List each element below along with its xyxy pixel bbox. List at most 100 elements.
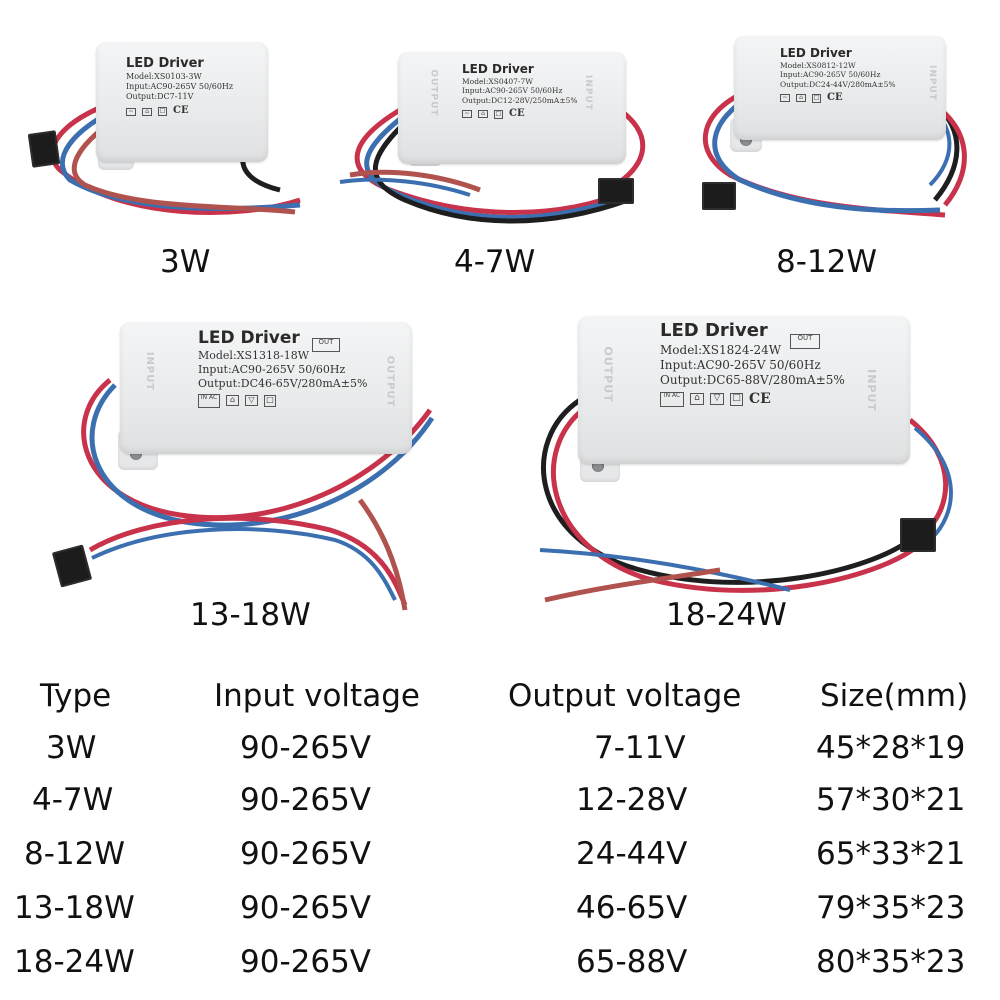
house-mark-icon: ⌂ (478, 110, 488, 119)
driver-box-3w (96, 42, 268, 162)
row-1-type: 3W (46, 730, 97, 766)
ce-mark-icon: CE (173, 105, 189, 117)
caption-13-18w: 13-18W (190, 597, 311, 633)
fuse-mark-icon: ~ (462, 110, 472, 119)
input-text: Input:AC90-265V 50/60Hz (780, 70, 881, 80)
product-13-18w: INPUT OUTPUT LED Driver Model:XS1318-18W… (0, 300, 470, 650)
connector-plug-icon (900, 518, 936, 552)
header-input-voltage: Input voltage (214, 678, 420, 714)
row-1-output: 7-11V (594, 730, 686, 766)
fuse-mark-icon: ▽ (710, 393, 724, 406)
double-square-mark-icon: □ (812, 93, 821, 103)
row-3-size: 65*33*21 (816, 836, 966, 872)
driver-box-13-18w (120, 322, 412, 454)
driver-box-4-7w (398, 52, 626, 164)
house-mark-icon: ⌂ (796, 94, 806, 103)
side-text-right-4-7w: INPUT (582, 75, 593, 111)
model-text: Model:XS1824-24W (660, 342, 782, 357)
row-3-output: 24-44V (576, 836, 688, 872)
input-text: Input:AC90-265V 50/60Hz (660, 357, 821, 372)
row-3-input: 90-265V (240, 836, 372, 872)
row-1-size: 45*28*19 (816, 730, 966, 766)
model-text: Model:XS1318-18W (198, 349, 310, 363)
double-square-mark-icon: □ (264, 394, 276, 407)
cert-marks: ~ ⌂ □ CE (780, 92, 896, 105)
connector-plug-icon (702, 182, 736, 210)
driver-box-18-24w (578, 316, 910, 464)
side-text-right-13-18w: OUTPUT (384, 355, 396, 408)
row-5-size: 80*35*23 (816, 944, 966, 980)
row-1-input: 90-265V (240, 730, 372, 766)
label-4-7w: LED Driver Model:XS0407-7W Input:AC90-26… (462, 62, 578, 121)
row-3-type: 8-12W (24, 836, 126, 872)
output-text: Output:DC12-28V/250mA±5% (462, 95, 578, 105)
row-4-type: 13-18W (14, 890, 135, 926)
row-2-type: 4-7W (32, 782, 114, 818)
inac-mark-icon: IN AC (660, 391, 684, 407)
label-3w: LED Driver Model:XS0103-3W Input:AC90-26… (126, 56, 233, 118)
row-2-size: 57*30*21 (816, 782, 966, 818)
fuse-mark-icon: ▽ (245, 395, 258, 406)
row-5-input: 90-265V (240, 944, 372, 980)
label-8-12w: LED Driver Model:XS0812-12W Input:AC90-2… (780, 46, 896, 105)
brand-text: LED Driver (462, 62, 534, 76)
out-mark-icon: OUT (790, 334, 820, 349)
product-8-12w: INPUT LED Driver Model:XS0812-12W Input:… (690, 0, 1000, 290)
row-2-output: 12-28V (576, 782, 688, 818)
header-type: Type (40, 678, 112, 714)
input-text: Input:AC90-265V 50/60Hz (126, 82, 234, 92)
brand-text: LED Driver (780, 46, 852, 60)
header-output-voltage: Output voltage (508, 678, 742, 714)
side-text-right-8-12w: INPUT (926, 65, 937, 101)
house-mark-icon: ⌂ (690, 393, 704, 406)
double-square-mark-icon: □ (158, 107, 167, 116)
wires-13-18w (81, 378, 435, 611)
caption-4-7w: 4-7W (454, 244, 536, 280)
row-4-output: 46-65V (576, 890, 688, 926)
row-5-output: 65-88V (576, 944, 688, 980)
fuse-mark-icon: ~ (780, 94, 790, 103)
inac-mark-icon: IN AC (198, 393, 220, 408)
side-text-left-18-24w: OUTPUT (601, 346, 615, 403)
side-text-right-18-24w: INPUT (864, 369, 878, 412)
label-18-24w: LED Driver Model:XS1824-24W Input:AC90-2… (660, 320, 845, 408)
label-13-18w: LED Driver Model:XS1318-18W Input:AC90-2… (198, 328, 367, 408)
caption-8-12w: 8-12W (776, 244, 878, 280)
ce-mark-icon: CE (749, 390, 771, 407)
ce-mark-icon: CE (827, 92, 843, 104)
driver-box-8-12w (734, 36, 946, 140)
row-2-input: 90-265V (240, 782, 372, 818)
model-text: Model:XS0407-7W (462, 77, 533, 86)
cert-marks: IN AC ⌂ ▽ □ CE (660, 391, 845, 409)
row-4-size: 79*35*23 (816, 890, 966, 926)
double-square-mark-icon: □ (730, 392, 743, 406)
row-4-input: 90-265V (240, 890, 372, 926)
model-text: Model:XS0103-3W (126, 72, 202, 82)
product-3w: LED Driver Model:XS0103-3W Input:AC90-26… (0, 0, 330, 290)
side-text-left-13-18w: INPUT (144, 351, 156, 392)
connector-plug-icon (598, 178, 634, 204)
header-size: Size(mm) (820, 678, 969, 714)
house-mark-icon: ⌂ (142, 107, 152, 116)
brand-text: LED Driver (660, 320, 768, 341)
cert-marks: ~ ⌂ □ CE (126, 105, 233, 118)
side-text-left-4-7w: OUTPUT (428, 69, 439, 117)
cert-marks: IN AC ⌂ ▽ □ (198, 393, 367, 408)
cert-marks: ~ ⌂ □ CE (462, 108, 578, 121)
brand-text: LED Driver (198, 328, 300, 348)
fuse-mark-icon: ~ (126, 107, 136, 116)
product-4-7w: OUTPUT INPUT LED Driver Model:XS0407-7W … (330, 0, 690, 290)
caption-18-24w: 18-24W (666, 597, 787, 633)
out-mark-icon: OUT (312, 338, 340, 352)
input-text: Input:AC90-265V 50/60Hz (198, 363, 346, 376)
input-text: Input:AC90-265V 50/60Hz (462, 86, 563, 96)
caption-3w: 3W (160, 244, 211, 280)
output-text: Output:DC46-65V/280mA±5% (198, 376, 368, 390)
ce-mark-icon: CE (509, 108, 525, 120)
product-18-24w: OUTPUT INPUT LED Driver Model:XS1824-24W… (470, 300, 1000, 650)
output-text: Output:DC65-88V/280mA±5% (660, 372, 845, 387)
model-text: Model:XS0812-12W (780, 61, 856, 70)
brand-text: LED Driver (126, 56, 204, 71)
connector-plug-icon (27, 130, 61, 168)
output-text: Output:DC24-44V/280mA±5% (780, 79, 896, 89)
